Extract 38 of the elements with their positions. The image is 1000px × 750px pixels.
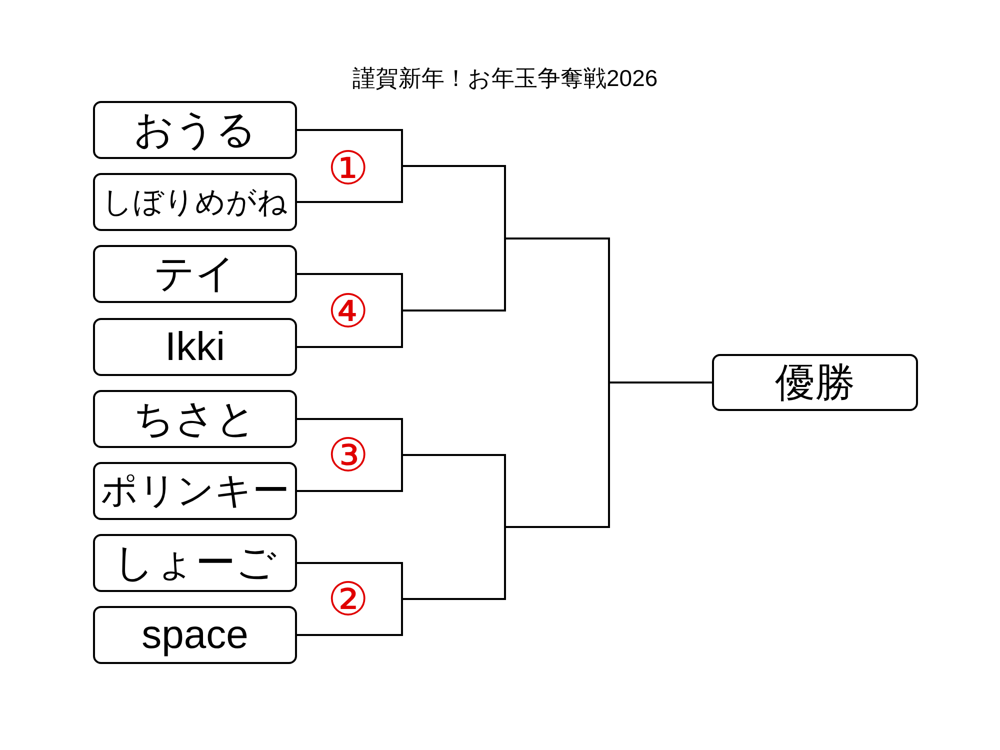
name-box [93, 173, 297, 231]
bracket-line [297, 166, 403, 203]
bracket-line [297, 599, 403, 636]
match-number: ① [328, 145, 368, 191]
bracket-line [297, 455, 403, 492]
name-box [93, 606, 297, 664]
match-number: ② [328, 576, 368, 622]
bracket-line [505, 238, 610, 382]
bracket-line [297, 129, 403, 166]
bracket-line [297, 273, 403, 310]
player-name: Ikki [165, 325, 225, 369]
player-name: ポリンキー [100, 470, 290, 512]
player-name: ちさと [134, 397, 256, 441]
bracket-line [297, 418, 403, 455]
name-box [93, 318, 297, 376]
bracket-line [402, 527, 506, 600]
champion-box [712, 354, 918, 411]
player-name: しょーご [114, 541, 276, 585]
name-box [93, 245, 297, 303]
bracket-line [297, 310, 403, 348]
champion-label: 優勝 [775, 360, 855, 404]
player-name: しぼりめがね [102, 186, 288, 218]
bracket-line [402, 454, 506, 527]
player-name: space [142, 613, 248, 657]
name-box [93, 390, 297, 448]
name-box [93, 462, 297, 520]
bracket-line [609, 382, 712, 384]
player-name: テイ [154, 252, 236, 296]
match-number: ④ [328, 288, 368, 334]
player-name: おうる [134, 108, 256, 152]
bracket-line [505, 382, 610, 528]
name-box [93, 101, 297, 159]
title: 謹賀新年！お年玉争奪戦2026 [352, 66, 658, 92]
bracket-line [402, 238, 506, 312]
bracket-line [297, 562, 403, 599]
name-box [93, 534, 297, 592]
match-number: ③ [328, 432, 368, 478]
bracket-line [402, 165, 506, 238]
